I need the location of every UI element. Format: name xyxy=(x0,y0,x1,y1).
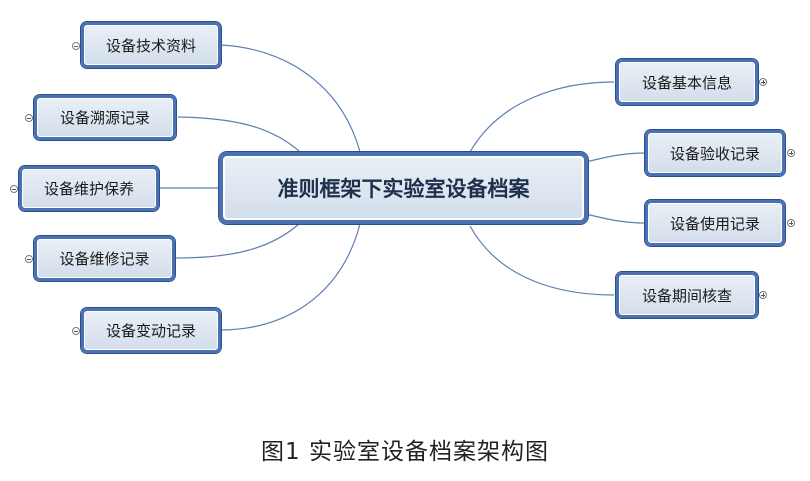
connector-left-4 xyxy=(175,222,301,259)
expander-technical-data[interactable] xyxy=(72,42,80,50)
topic-equipment-interim-check[interactable]: 设备期间核查 xyxy=(616,272,758,318)
connector-left-5 xyxy=(220,223,361,331)
expander-usage-records[interactable] xyxy=(787,219,795,227)
topic-equipment-traceability-records[interactable]: 设备溯源记录 xyxy=(34,95,176,140)
topic-equipment-change-records[interactable]: 设备变动记录 xyxy=(81,308,221,353)
figure-caption: 图1 实验室设备档案架构图 xyxy=(261,439,549,465)
topic-label: 设备溯源记录 xyxy=(59,109,150,127)
expander-acceptance-records[interactable] xyxy=(787,149,795,157)
topic-label: 设备维修记录 xyxy=(59,250,150,268)
expander-traceability-records[interactable] xyxy=(25,114,33,122)
topic-equipment-acceptance-records[interactable]: 设备验收记录 xyxy=(645,130,785,176)
connector-left-2 xyxy=(177,116,301,153)
central-topic[interactable]: 准则框架下实验室设备档案 xyxy=(219,152,588,224)
expander-repair-records[interactable] xyxy=(25,255,33,263)
expander-change-records[interactable] xyxy=(72,327,80,335)
connector-right-4 xyxy=(469,225,615,296)
topic-label: 设备使用记录 xyxy=(669,214,760,233)
topic-label: 设备维护保养 xyxy=(43,180,134,198)
connector-right-1 xyxy=(469,81,615,153)
connector-right-2 xyxy=(585,152,646,163)
topic-equipment-maintenance-care[interactable]: 设备维护保养 xyxy=(19,166,159,211)
topic-label: 设备期间核查 xyxy=(641,286,732,305)
expander-maintenance-care[interactable] xyxy=(10,185,18,193)
expander-interim-check[interactable] xyxy=(759,291,767,299)
topic-label: 设备验收记录 xyxy=(669,144,760,163)
topic-equipment-technical-data[interactable]: 设备技术资料 xyxy=(81,22,221,68)
topic-label: 设备技术资料 xyxy=(105,36,196,55)
topic-equipment-basic-info[interactable]: 设备基本信息 xyxy=(616,59,758,105)
expander-basic-info[interactable] xyxy=(759,78,767,86)
central-topic-label: 准则框架下实验室设备档案 xyxy=(277,177,530,201)
topic-equipment-usage-records[interactable]: 设备使用记录 xyxy=(645,200,785,246)
topic-equipment-repair-records[interactable]: 设备维修记录 xyxy=(34,236,175,281)
topic-label: 设备基本信息 xyxy=(641,73,732,92)
connector-right-3 xyxy=(585,213,646,224)
connector-left-1 xyxy=(220,44,361,153)
topic-label: 设备变动记录 xyxy=(105,322,196,340)
